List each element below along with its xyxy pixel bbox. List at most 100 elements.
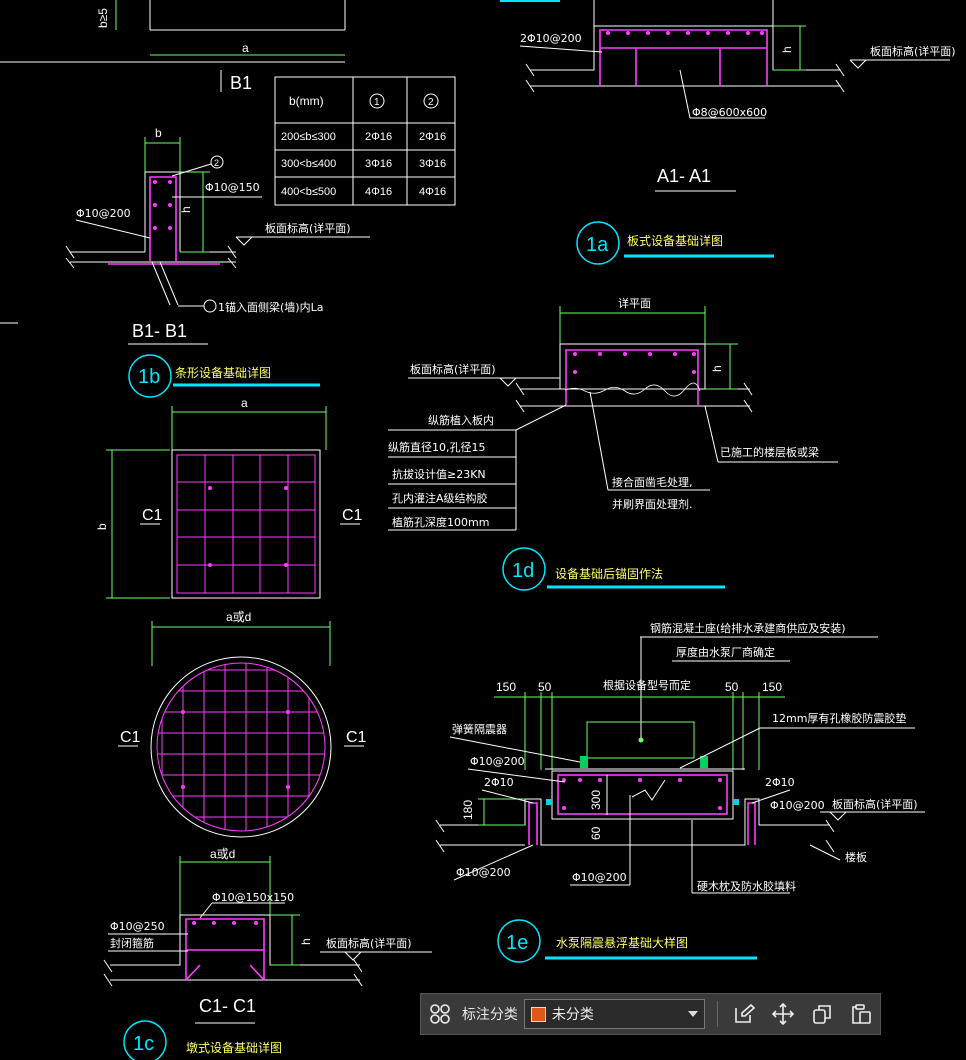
c1-square-plan: a b C1 C1 [95,396,363,599]
edit-button[interactable] [724,993,763,1035]
e1-label-phi10-200-bottom: Φ10@200 [456,866,511,879]
d1-label-existing: 已施工的楼层板或梁 [720,445,819,459]
d1-label-rough1: 接合面凿毛处理, [612,475,693,489]
c1-round-label-left: C1 [120,729,141,746]
c1-section-detail: a或d h Φ10@150x150 Φ10@250 封闭箍筋 板面标高(详平面)… [103,847,432,1060]
e1-label-phi10-200-right: Φ10@200 [770,799,825,812]
a1-section-detail: h 2Φ10@200 板面标高(详平面) Φ8@600x600 A1- A1 1… [500,0,956,265]
c1-label-left: C1 [142,507,163,524]
d1-label-rough2: 并刷界面处理剂. [612,497,693,511]
c1-sec-dim-h: h [299,938,313,945]
paste-button[interactable] [841,993,880,1035]
c1-tag: 1c [133,1033,154,1055]
a1-sec-title: A1- A1 [657,166,711,186]
b1-label-anchor: 1锚入面侧梁(墙)内La [218,300,323,314]
b1-dim-a: a [242,41,249,55]
category-color-swatch [530,1006,546,1022]
table-cell: 4Φ16 [419,186,446,198]
e1-dim-150-right: 150 [762,680,782,694]
e1-dim-50-right: 50 [725,680,739,694]
e1-tag-title: 水泵隔震悬浮基础大样图 [556,935,688,950]
c1-round-dim: a或d [226,610,251,624]
d1-note-1: 纵筋直径10,孔径15 [388,440,486,454]
table-cell: 3Φ16 [419,158,446,170]
a1-label-floor: 板面标高(详平面) [870,44,956,58]
b1-circle-2: 2 [214,158,219,168]
d1-label-floor: 板面标高(详平面) [410,362,496,376]
e1-label-phi10-200: Φ10@200 [470,755,525,768]
e1-dim-60: 60 [589,826,603,840]
rebar-table: b(mm) 1 2 200≤b≤300 2Φ16 2Φ16 300<b≤400 … [274,76,456,206]
d1-tag-title: 设备基础后锚固作法 [555,566,663,581]
e1-label-phi10-200-inner: Φ10@200 [572,871,627,884]
e1-label-top1: 钢筋混凝土座(给排水承建商供应及安装) [650,621,846,635]
annotation-category-label: 标注分类 [461,1007,518,1023]
e1-label-slab: 楼板 [845,850,867,864]
a1-dim-h: h [780,46,794,53]
d1-note-3: 孔内灌注A级结构胶 [392,491,488,505]
b1-plan-partial: b≥5 a B1 [0,0,346,93]
e1-label-mid: 根据设备型号而定 [603,678,691,692]
d1-dim-h: h [710,365,724,372]
chevron-down-icon [688,1011,699,1017]
a1-tag-title: 板式设备基础详图 [627,233,723,248]
table-cell: 2Φ16 [419,131,446,143]
a1-tag: 1a [586,234,609,256]
b1-label-phi10-200: Φ10@200 [76,207,131,220]
copy-button[interactable] [802,993,841,1035]
grid-apps-button[interactable] [421,993,460,1035]
c1-dim-b: b [95,523,109,530]
e1-dim-300: 300 [589,790,603,810]
table-header-2: 2 [428,97,434,108]
category-selected-value: 未分类 [551,1007,594,1023]
c1-round-plan: a或d C1 C1 [118,610,367,838]
d1-note-4: 植筋孔深度100mm [392,515,489,529]
b1-label-phi10-150: Φ10@150 [205,181,260,194]
c1-sec-title: C1- C1 [199,996,256,1016]
c1-label-mesh: Φ10@150x150 [212,891,294,904]
e1-detail: 钢筋混凝土座(给排水承建商供应及安装) 厚度由水泵厂商确定 150 50 根据设… [435,621,925,963]
annotation-toolbar: 标注分类 未分类 [420,993,881,1035]
b1-sec-dim-b: b [155,126,162,140]
c1-tag-title: 墩式设备基础详图 [186,1040,282,1055]
e1-label-pad: 12mm厚有孔橡胶防震胶垫 [772,711,906,725]
c1-sec-dim: a或d [210,847,235,861]
b1-tag-title: 条形设备基础详图 [175,365,271,380]
toolbar-divider [717,1001,719,1027]
e1-label-top2: 厚度由水泵厂商确定 [676,645,775,659]
d1-detail: 详平面 h 板面标高(详平面) 纵筋植入板内 纵筋直径10,孔径15 抗拔设计值… [388,296,838,591]
c1-label-floor: 板面标高(详平面) [326,936,412,950]
e1-label-fill: 硬木枕及防水胶填料 [697,879,796,893]
e1-tag: 1e [506,932,528,954]
table-header-b: b(mm) [289,94,324,108]
b1-sec-title: B1- B1 [132,321,187,341]
c1-label-seal: 封闭箍筋 [110,936,154,950]
b1-label-floor: 板面标高(详平面) [265,221,351,235]
e1-dim-180: 180 [461,800,475,820]
table-cell: 300<b≤400 [281,158,336,170]
table-cell: 200≤b≤300 [281,131,336,143]
d1-tag: 1d [512,560,534,582]
grid-apps-icon [430,1004,451,1024]
e1-label-2phi10-left: 2Φ10 [484,776,514,789]
move-icon [771,1003,794,1025]
c1-label-phi10-250: Φ10@250 [110,920,165,933]
table-cell: 2Φ16 [365,131,392,143]
table-header-1: 1 [374,97,380,108]
a1-label-mesh: Φ8@600x600 [692,106,767,119]
a1-label-phi10: 2Φ10@200 [520,32,582,45]
paste-icon [851,1004,871,1024]
annotation-category-select[interactable]: 未分类 [523,999,706,1029]
move-button[interactable] [763,993,802,1035]
table-cell: 400<b≤500 [281,186,336,198]
d1-note-2: 抗拔设计值≥23KN [392,467,486,481]
e1-label-floor: 板面标高(详平面) [832,797,918,811]
e1-label-isolator: 弹簧隔震器 [452,722,507,736]
b1-dim-b5: b≥5 [96,8,110,28]
copy-icon [812,1005,831,1024]
d1-note-0: 纵筋植入板内 [428,413,494,427]
e1-dim-150-left: 150 [496,680,516,694]
c1-label-right: C1 [342,507,363,524]
edit-icon [734,1003,755,1023]
